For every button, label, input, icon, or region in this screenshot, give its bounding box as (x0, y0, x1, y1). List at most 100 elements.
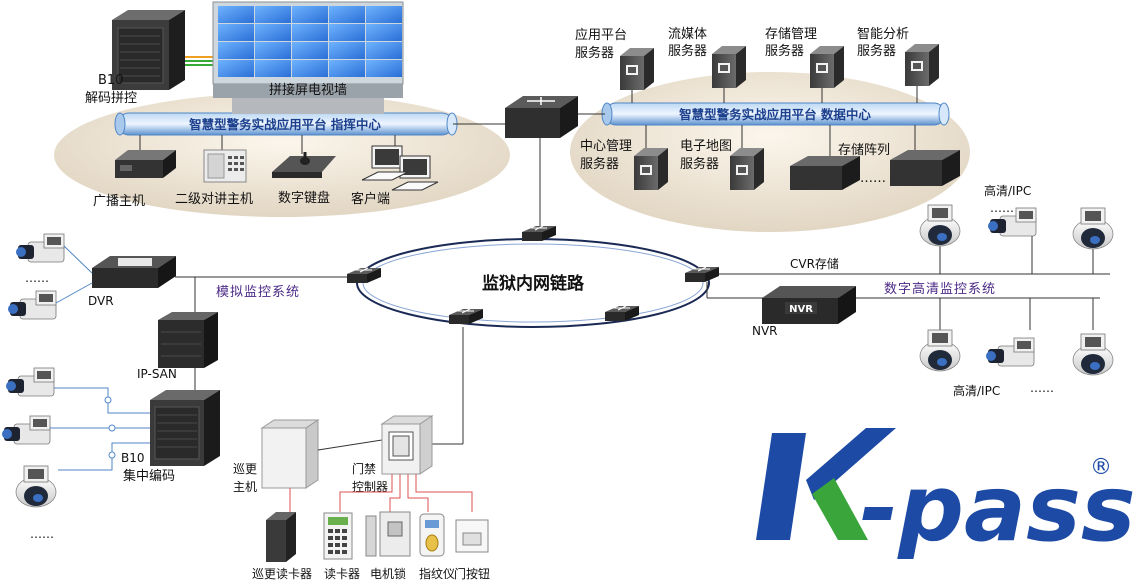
patrol-reader-label: 巡更读卡器 (252, 567, 312, 581)
video-wall-panel (292, 6, 328, 23)
patrol-host: 巡更 主机 (233, 419, 320, 494)
analog-dvr-ellipsis: …… (25, 271, 49, 285)
video-wall-panel (366, 42, 402, 59)
ip-san-label: IP-SAN (137, 367, 177, 381)
logo-k-stem (756, 433, 806, 540)
hd-dome-camera-top-1 (919, 204, 961, 247)
door-controller-label-line2: 控制器 (352, 480, 388, 494)
hd-bullet-camera-bottom (985, 337, 1035, 367)
door-controller: 门禁 控制器 (352, 415, 434, 494)
nvr-badge: NVR (789, 304, 813, 315)
broadcast-host-label: 广播主机 (93, 194, 145, 209)
b10-decoder: B10 解码拼控 (85, 10, 185, 106)
fingerprint-label: 指纹仪 (419, 566, 455, 581)
intercom-host-label: 二级对讲主机 (175, 192, 253, 207)
logo-k-lower-arm (812, 478, 868, 540)
video-wall-panel (329, 24, 365, 41)
video-wall-panel (329, 42, 365, 59)
hd-dome-camera-top-2 (1072, 207, 1114, 250)
analog-monitoring: 模拟监控系统 DVR …… IP-SAN (1, 233, 347, 541)
b10-encoder-label-line2: 集中编码 (123, 468, 175, 484)
b10-decoder-label-line1: B10 (98, 73, 123, 88)
video-wall-panel (218, 24, 254, 41)
video-wall-panel (255, 60, 291, 77)
broadcast-host: 广播主机 (93, 135, 176, 209)
door-controller-label-line1: 门禁 (352, 461, 376, 476)
data-center-bus: 智慧型警务实战应用平台 数据中心 (601, 102, 950, 126)
logo-registered: ® (1090, 455, 1112, 480)
dvr: DVR (88, 256, 176, 308)
storage-mgmt-server-label-line1: 存储管理 (765, 27, 817, 42)
ring-switch-right (684, 266, 720, 283)
storage-array-label: 存储阵列 (838, 143, 890, 158)
emap-server-label-line1: 电子地图 (680, 139, 732, 154)
ring-switch-left (346, 267, 382, 284)
hd-top-ellipsis: …… (990, 201, 1014, 215)
analytics-server: 智能分析 服务器 (857, 27, 939, 103)
central-mgmt-server-label-line2: 服务器 (580, 156, 619, 172)
emap-server-label-line2: 服务器 (680, 156, 719, 172)
encoder-ellipsis: …… (30, 527, 54, 541)
video-wall-label: 拼接屏电视墙 (269, 82, 347, 98)
nvr-label: NVR (752, 324, 778, 338)
digital-keyboard-label: 数字键盘 (278, 190, 330, 206)
encoder-dome-camera (15, 465, 57, 508)
analog-camera-2 (7, 290, 57, 320)
app-platform-server-label-line1: 应用平台 (575, 27, 627, 43)
video-wall-panel (218, 42, 254, 59)
intranet-ring: 监狱内网链路 (346, 225, 720, 328)
app-platform-server: 应用平台 服务器 (575, 27, 654, 103)
electric-lock: 电机锁 (365, 511, 411, 581)
data-center-platform: 智慧型警务实战应用平台 数据中心 应用平台 服务器 流媒体 服务器 存储管理 服… (570, 27, 970, 232)
ip-san: IP-SAN (137, 312, 218, 381)
video-wall-panel (218, 60, 254, 77)
video-wall-panel (366, 6, 402, 23)
video-wall: 拼接屏电视墙 (212, 1, 404, 114)
kpass-logo: -pass ® (756, 428, 1136, 562)
streaming-server-label-line2: 服务器 (668, 43, 707, 59)
encoder-camera-1 (5, 367, 55, 397)
b10-decoder-label-line2: 解码拼控 (85, 91, 137, 106)
video-wall-panel (329, 60, 365, 77)
digital-keyboard: 数字键盘 (272, 135, 336, 206)
hd-ipc-top-label: 高清/IPC (984, 183, 1031, 198)
video-wall-panel (366, 24, 402, 41)
central-mgmt-server-label-line1: 中心管理 (580, 139, 632, 154)
patrol-reader: 巡更读卡器 (252, 512, 312, 581)
video-wall-panel (255, 6, 291, 23)
streaming-server-label-line1: 流媒体 (668, 27, 707, 42)
analog-camera-1 (15, 233, 65, 263)
analog-system-label: 模拟监控系统 (216, 285, 300, 300)
video-wall-panel (292, 42, 328, 59)
digital-monitoring: CVR存储 数字高清监控系统 NVR NVR 高清/IPC …… 高清/IPC … (706, 183, 1114, 398)
video-wall-panel (218, 6, 254, 23)
ring-label: 监狱内网链路 (482, 273, 585, 294)
client-workstation: 客户端 (351, 135, 439, 207)
intercom-host: 二级对讲主机 (175, 135, 253, 207)
hd-ipc-bottom-label: 高清/IPC (953, 383, 1000, 398)
storage-array-ellipsis: …… (860, 171, 886, 186)
core-switch (453, 96, 605, 228)
analytics-server-label-line1: 智能分析 (857, 27, 909, 42)
streaming-server: 流媒体 服务器 (668, 27, 746, 103)
command-center-platform: 智慧型警务实战应用平台 指挥中心 B10 解码拼控 拼接屏电视墙 (54, 1, 510, 217)
storage-array: 存储阵列 …… (790, 125, 960, 190)
ring-switch-bottom-left (448, 308, 484, 325)
video-wall-panel (292, 60, 328, 77)
access-control: 巡更 主机 门禁 控制器 巡更读卡器 (233, 327, 490, 581)
client-label: 客户端 (351, 191, 390, 207)
storage-mgmt-server: 存储管理 服务器 (765, 27, 844, 103)
dvr-label: DVR (88, 294, 114, 308)
b10-encoder: B10 集中编码 (121, 390, 220, 484)
storage-mgmt-server-label-line2: 服务器 (765, 43, 804, 59)
fingerprint-scanner: 指纹仪 (419, 513, 455, 581)
hd-bottom-ellipsis: …… (1030, 381, 1054, 395)
door-button: 门按钮 (454, 519, 490, 581)
video-wall-panel (255, 24, 291, 41)
nvr: NVR NVR (752, 286, 856, 338)
digital-system-label: 数字高清监控系统 (884, 281, 996, 297)
hd-dome-camera-bottom-2 (1072, 333, 1114, 376)
logo-text: -pass (860, 455, 1136, 562)
door-button-label: 门按钮 (454, 566, 490, 581)
